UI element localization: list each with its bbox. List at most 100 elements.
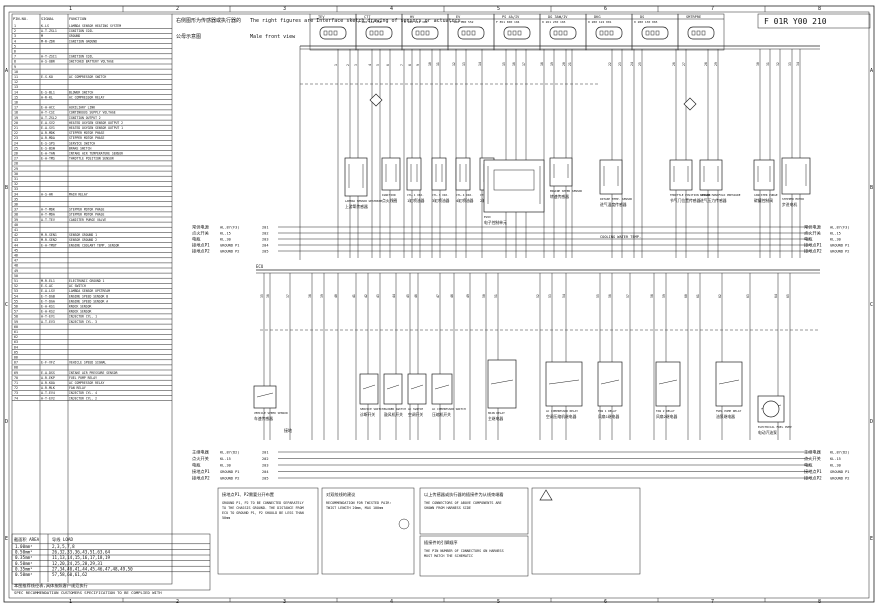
rail-bottom-right-cn-1: 点火开关	[804, 455, 821, 462]
pin-no-71: 71	[14, 381, 18, 385]
rail-top-right-en-2: KL.30	[830, 238, 841, 242]
bottom-wire-num-38: 38	[308, 294, 312, 298]
top-component-cn-9: 节气门位置传感器	[670, 198, 701, 203]
pin-function-25: BRAKE SWITCH	[69, 146, 91, 150]
top-wire-num-20: 20	[562, 62, 566, 66]
pin-signal-3: M	[41, 34, 43, 38]
top-wire-num-16: 16	[512, 62, 516, 66]
bottom-wire-num-36: 36	[266, 294, 270, 298]
bottom-wire-num-47: 47	[436, 294, 440, 298]
rail-top-right-en-4: GROUND P2	[830, 250, 849, 254]
pin-header-function: FUNCTION	[69, 17, 86, 21]
pin-no-69: 69	[14, 371, 18, 375]
pin-signal-72: A-R-MLK	[41, 386, 55, 390]
pin-signal-23: A-R-MDA	[41, 136, 55, 140]
pin-no-60: 60	[14, 325, 18, 329]
bottom-component-cn-2: 鼓风机开关	[384, 412, 403, 417]
top-component-en-8: INTAKE TEMP. SENSOR	[600, 197, 632, 201]
grid-row-C: C	[5, 302, 8, 308]
pin-no-31: 31	[14, 177, 18, 181]
rail-top-en-1: KL.15	[220, 232, 231, 236]
bottom-component-cn-10: 电动汽油泵	[758, 430, 777, 435]
pin-signal-38: A-T-MDA	[41, 213, 55, 217]
grid-row-E: E	[5, 536, 8, 542]
grid-row-right-D: D	[870, 419, 873, 425]
pin-no-33: 33	[14, 187, 18, 191]
rail-top-en-2: KL.30	[220, 238, 231, 242]
pin-no-10: 10	[14, 70, 18, 74]
ground-label: 接地	[284, 427, 292, 433]
top-wire-num-1: 1	[334, 64, 338, 66]
pin-no-36: 36	[14, 203, 18, 207]
rail-top-right-en-3: GROUND P1	[830, 244, 849, 248]
note-en-1-1: TWIST LENGTH 20mm, MAX 100mm	[326, 506, 383, 510]
top-component-cn-8: 进气温度传感器	[600, 202, 627, 207]
bottom-wire-num-53: 53	[548, 294, 552, 298]
grid-col-8: 8	[818, 6, 821, 12]
grid-col-bottom-4: 4	[390, 599, 393, 605]
bottom-component-3	[407, 373, 427, 405]
header-note-scale: Male front view	[250, 34, 296, 40]
top-wire-num-15: 15	[502, 62, 506, 66]
pin-no-5: 5	[14, 44, 16, 48]
rail-top-right-cn-4: 接地点P2	[804, 248, 822, 255]
rail-top-cn-4: 接地点P2	[192, 248, 210, 255]
pin-header-signal: SIGNAL	[41, 17, 54, 21]
bottom-component-en-4: AC COMPRESSOR SWITCH	[432, 407, 466, 411]
header-note: 右侧图形为传感器或执行器的 The right figures are Inte…	[172, 13, 464, 40]
pin-function-59: INJECTOR CYL. 3	[69, 320, 97, 324]
grid-col-bottom-3: 3	[283, 599, 286, 605]
note-cn-1: 对双绞线的建议	[326, 491, 356, 498]
rail-bottom-en-4: GROUND P2	[220, 477, 239, 481]
pin-no-1: 1	[14, 24, 16, 28]
pin-signal-2: A-T-ZSL1	[41, 29, 57, 33]
pin-signal-55: E-T-DGA	[41, 299, 55, 303]
pin-signal-51: M-R-EL1	[41, 279, 55, 283]
pin-no-61: 61	[14, 330, 18, 334]
pin-function-15: AC COMPRESSOR RELAY	[69, 95, 105, 99]
rail-top-num-3: 204	[262, 244, 269, 248]
pin-no-66: 66	[14, 356, 18, 360]
top-component-cn-7: 转速传感器	[550, 194, 569, 199]
top-wire-num-10: 10	[428, 62, 432, 66]
grid-row-right-C: C	[870, 302, 873, 308]
grid-row-B: B	[5, 185, 8, 191]
top-component-4	[455, 157, 471, 191]
rail-top-right-cn-2: 电瓶	[804, 236, 812, 243]
top-wire-num-3: 3	[354, 64, 358, 66]
bottom-wire-num-43: 43	[376, 294, 380, 298]
top-component-en-12: STEPPER MOTOR	[782, 197, 804, 201]
rail-bottom-en-2: KL.30	[220, 464, 231, 468]
pin-signal-24: E-S-SPS	[41, 141, 55, 145]
rail-bottom-num-0: 201	[262, 451, 269, 455]
grid-col-bottom-7: 7	[711, 599, 714, 605]
bottom-wire-num-39: 39	[320, 294, 324, 298]
top-wire-num-30: 30	[756, 62, 760, 66]
pin-signal-73: A-T-EV4	[41, 391, 55, 395]
bottom-component-cn-6: 空调压缩机继电器	[546, 414, 577, 419]
rail-top-num-1: 202	[262, 232, 269, 236]
bottom-wire-num-54: 54	[562, 294, 566, 298]
grid-row-right-B: B	[870, 185, 873, 191]
pin-no-6: 6	[14, 50, 16, 54]
pin-no-41: 41	[14, 228, 18, 232]
pin-signal-54: E-T-DGB	[41, 294, 55, 298]
grid-col-2: 2	[176, 6, 179, 12]
top-wire-num-26: 26	[672, 62, 676, 66]
connector-shape-3	[457, 26, 485, 40]
bottom-component-en-1: SERVICE SWITCH	[360, 407, 384, 411]
bottom-component-cn-3: 空调开关	[408, 412, 423, 417]
pin-no-74: 74	[14, 396, 18, 400]
bottom-component-en-3: AC SWITCH	[408, 407, 423, 411]
grid-col-bottom-6: 6	[604, 599, 607, 605]
bottom-component-0	[253, 385, 277, 409]
connector-shape-6	[595, 26, 623, 40]
pin-no-26: 26	[14, 152, 18, 156]
grid-col-4: 4	[390, 6, 393, 12]
pin-function-74: INJECTOR CYL. 2	[69, 396, 97, 400]
wire-load-5: 57,58,60,61,62	[52, 572, 88, 577]
wire-area-1: 0.50mm²	[15, 550, 33, 555]
pin-function-14: BLOWER SWITCH	[69, 90, 93, 94]
